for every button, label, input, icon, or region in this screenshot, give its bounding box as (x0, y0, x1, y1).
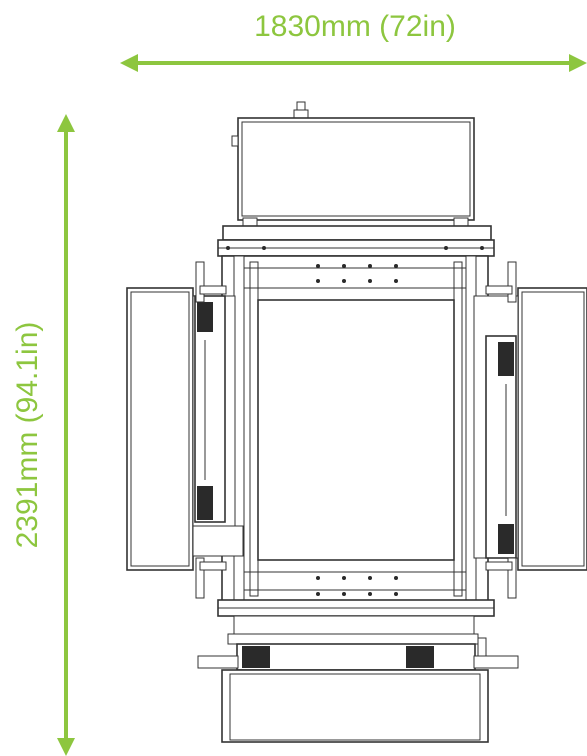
top-box (231, 117, 475, 227)
left-door (126, 261, 244, 599)
right-door (473, 261, 587, 599)
height-dimension: 2391mm (94.1in) (11, 114, 75, 756)
height-label: 2391mm (94.1in) (11, 322, 44, 549)
bottom-header (217, 599, 495, 645)
bottom-box (221, 669, 489, 743)
bottom-module (197, 637, 519, 671)
width-arrow-icon (120, 54, 587, 72)
width-dimension: 1830mm (72in) (120, 10, 587, 72)
main-frame (221, 246, 489, 608)
machine-drawing (126, 101, 587, 743)
top-header (217, 225, 495, 257)
width-label: 1830mm (72in) (254, 10, 456, 43)
height-arrow-icon (57, 114, 75, 756)
